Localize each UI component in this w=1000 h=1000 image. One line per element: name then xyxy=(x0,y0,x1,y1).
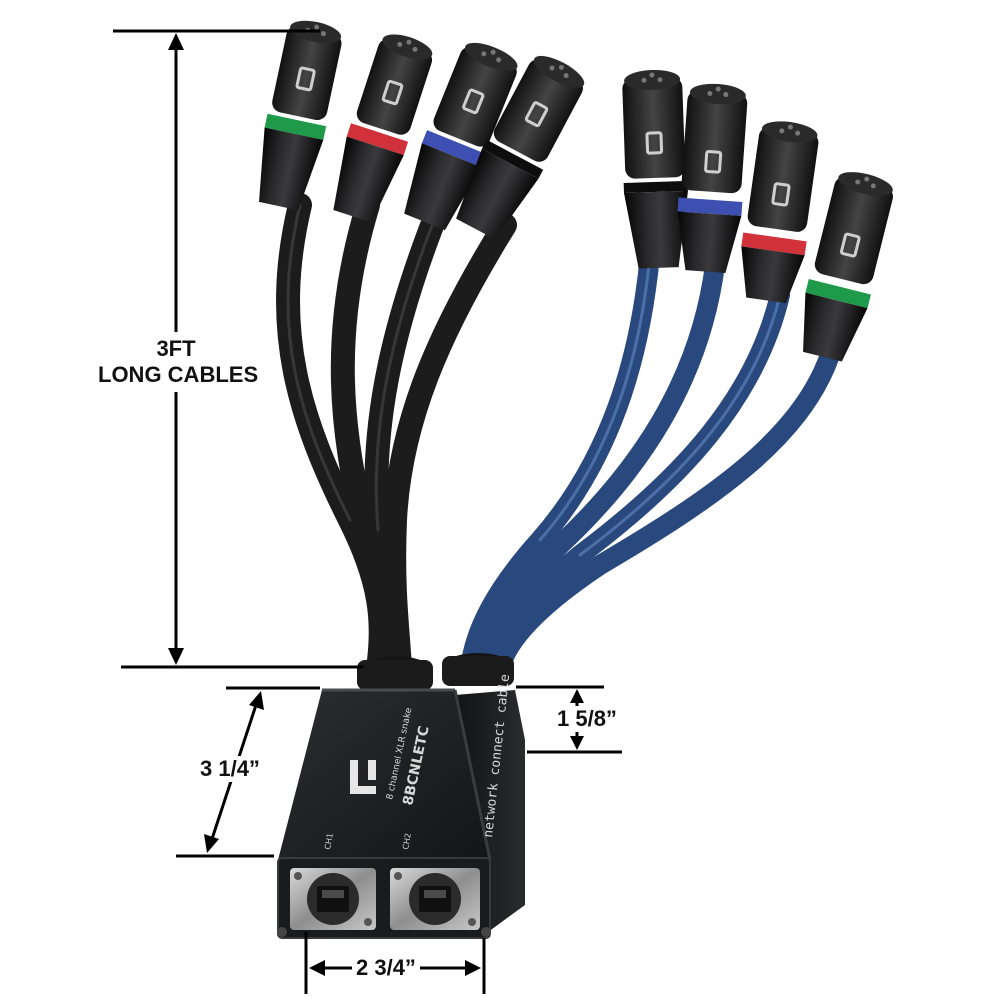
xlr-connectors xyxy=(259,20,893,362)
box-front-face xyxy=(278,690,490,860)
port-1-label: CH1 xyxy=(323,832,335,850)
arrow-head-down xyxy=(168,648,184,665)
box-height-label: 3 1/4” xyxy=(196,756,264,782)
box-width-label: 2 3/4” xyxy=(352,955,420,981)
cable-black-4 xyxy=(382,213,517,680)
depth-arrow-up xyxy=(570,689,584,703)
xlr-connector-1 xyxy=(259,20,342,211)
cable-blue-2 xyxy=(470,255,725,678)
box-side-face xyxy=(455,690,525,932)
cable-blue-4 xyxy=(490,345,840,678)
snake-box: 8 channel XLR snake 8BCNLETC network con… xyxy=(277,653,525,939)
arrow-head-up xyxy=(168,33,184,50)
width-arrow-left xyxy=(309,960,325,976)
width-arrow-right xyxy=(465,960,481,976)
xlr-connector-3 xyxy=(404,42,518,231)
cable-length-label: 3FT LONG CABLES xyxy=(98,332,259,392)
blue-cables xyxy=(460,245,840,678)
ethercon-port-2[interactable] xyxy=(390,868,480,930)
xlr-connector-8 xyxy=(803,172,893,362)
brand-logo xyxy=(350,760,376,794)
xlr-connector-4 xyxy=(456,55,585,240)
port-2-label: CH2 xyxy=(401,832,413,850)
xlr-connector-6 xyxy=(677,83,748,273)
dimension-lines xyxy=(113,29,622,994)
depth-arrow-down xyxy=(570,736,584,750)
height-arrow-down xyxy=(204,834,219,853)
cable-length-caption: LONG CABLES xyxy=(98,362,259,387)
box-depth-label: 1 5/8” xyxy=(553,706,621,732)
xlr-connector-7 xyxy=(741,121,819,304)
xlr-connector-5 xyxy=(622,69,688,269)
height-arrow-up xyxy=(249,691,264,710)
black-cables xyxy=(276,193,517,680)
xlr-connector-2 xyxy=(333,34,433,223)
cable-length-value: 3FT xyxy=(156,336,196,361)
ethercon-port-1[interactable] xyxy=(290,868,376,930)
